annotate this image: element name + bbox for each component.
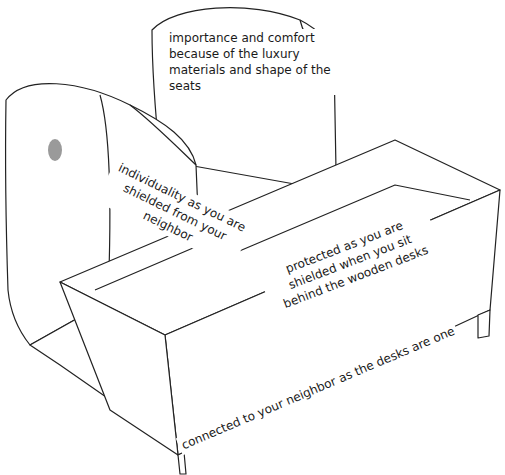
crest-emblem: [48, 139, 62, 161]
annotation-label: individuality as you are shielded from y…: [96, 156, 255, 268]
desk-end: [60, 282, 178, 455]
annotation-label: connected to your neighbor as the desks …: [176, 321, 460, 455]
annotation-label: protected as you are shielded when you s…: [257, 206, 443, 317]
desk-leg: [478, 310, 490, 338]
annotation-label: importance and comfort because of the lu…: [166, 29, 338, 95]
